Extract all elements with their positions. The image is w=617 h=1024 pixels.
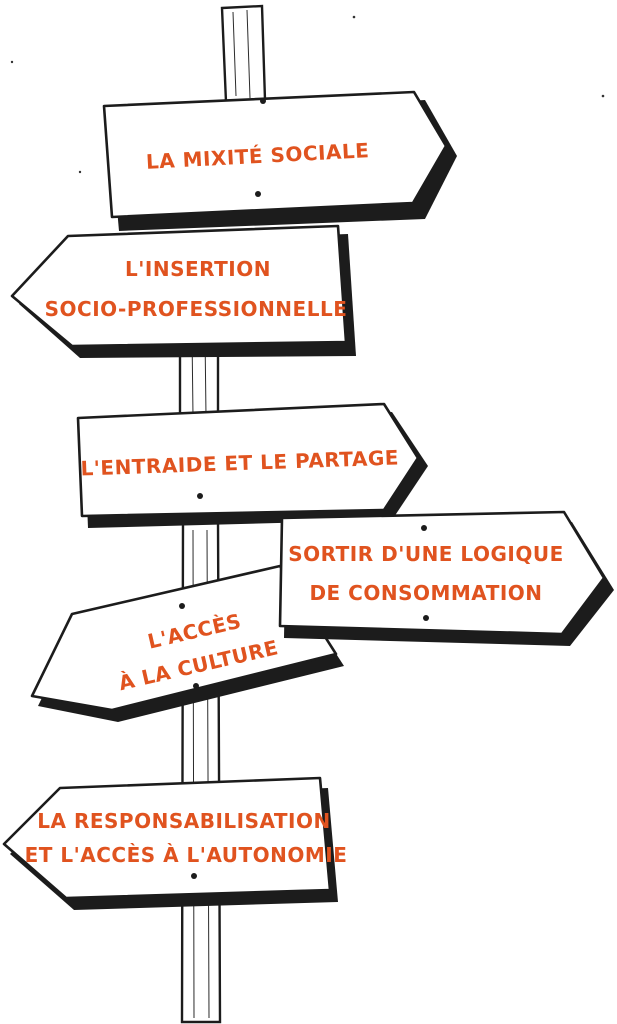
sign-insertion: L'INSERTION SOCIO-PROFESSIONNELLE	[10, 224, 356, 358]
nail	[191, 873, 197, 879]
sign-responsabilisation-label-line1: LA RESPONSABILISATION	[37, 809, 330, 833]
nail	[421, 525, 427, 531]
sign-responsabilisation-label-line2: ET L'ACCÈS À L'AUTONOMIE	[25, 843, 348, 867]
ink-speck	[10, 60, 14, 64]
ink-speck	[78, 170, 82, 174]
sign-acces-culture: L'ACCÈS À LA CULTURE	[30, 564, 344, 722]
sign-insertion-label-line1: L'INSERTION	[125, 257, 271, 281]
nail	[197, 493, 203, 499]
ink-speck	[352, 15, 356, 19]
sign-mixite-sociale: LA MIXITÉ SOCIALE	[102, 90, 457, 231]
sign-entraide: L'ENTRAIDE ET LE PARTAGE	[76, 402, 428, 528]
sign-sortir-label-line1: SORTIR D'UNE LOGIQUE	[288, 542, 563, 566]
sign-sortir-label-line2: DE CONSOMMATION	[309, 581, 542, 605]
ink-speck	[601, 94, 605, 98]
nail	[260, 98, 266, 104]
sign-insertion-label-line2: SOCIO-PROFESSIONNELLE	[45, 297, 348, 321]
nail	[179, 603, 185, 609]
nail	[255, 191, 261, 197]
sign-responsabilisation: LA RESPONSABILISATION ET L'ACCÈS À L'AUT…	[2, 776, 348, 910]
nail	[423, 615, 429, 621]
sign-sortir: SORTIR D'UNE LOGIQUE DE CONSOMMATION	[278, 510, 614, 646]
nail	[193, 683, 199, 689]
